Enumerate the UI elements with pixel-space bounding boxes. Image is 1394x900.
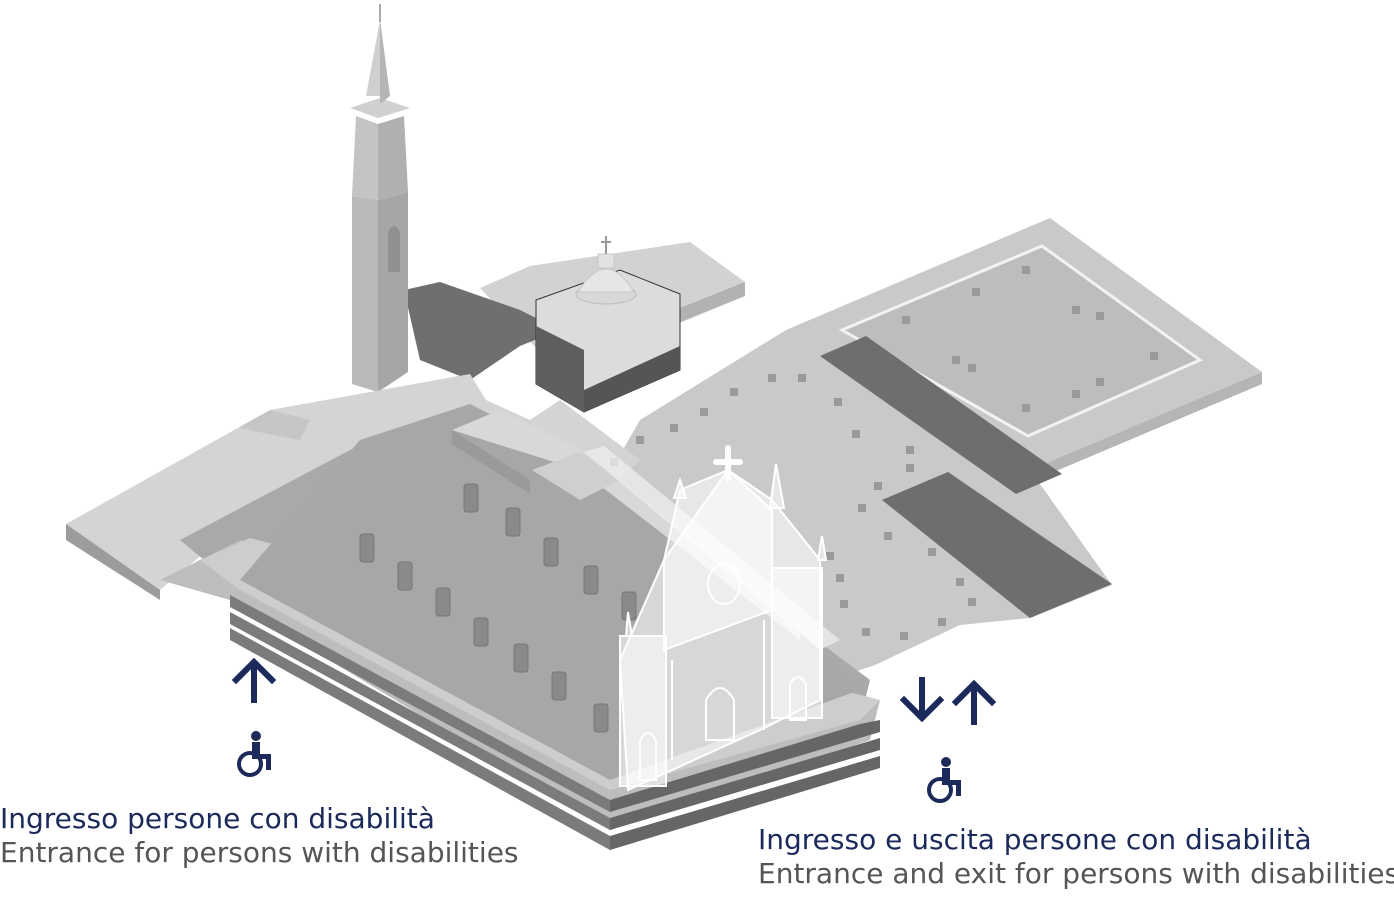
plaza-bollards xyxy=(359,483,637,733)
arrow-up-icon xyxy=(951,679,997,725)
wheelchair-icon xyxy=(927,757,961,803)
entrance-label-it: Ingresso e uscita persone con disabilità xyxy=(758,823,1312,856)
entrance-label-it: Ingresso persone con disabilità xyxy=(0,802,435,835)
church-facade xyxy=(618,463,828,792)
entrance-label-en: Entrance for persons with disabilities xyxy=(0,835,519,869)
cloister-posts xyxy=(610,266,1158,640)
arrow-down-icon xyxy=(899,677,945,723)
arrow-up-icon xyxy=(231,657,277,703)
rear-buildings xyxy=(404,236,745,413)
entrance-caption-right: Ingresso e uscita persone con disabilità… xyxy=(758,823,1394,890)
dark-courtyard-strips xyxy=(820,336,1112,618)
church-cross xyxy=(713,445,743,481)
entrance-caption-left: Ingresso persone con disabilità Entrance… xyxy=(0,802,519,869)
bell-tower xyxy=(350,4,410,392)
wheelchair-icon xyxy=(237,731,271,777)
entrance-label-en: Entrance and exit for persons with disab… xyxy=(758,856,1394,890)
